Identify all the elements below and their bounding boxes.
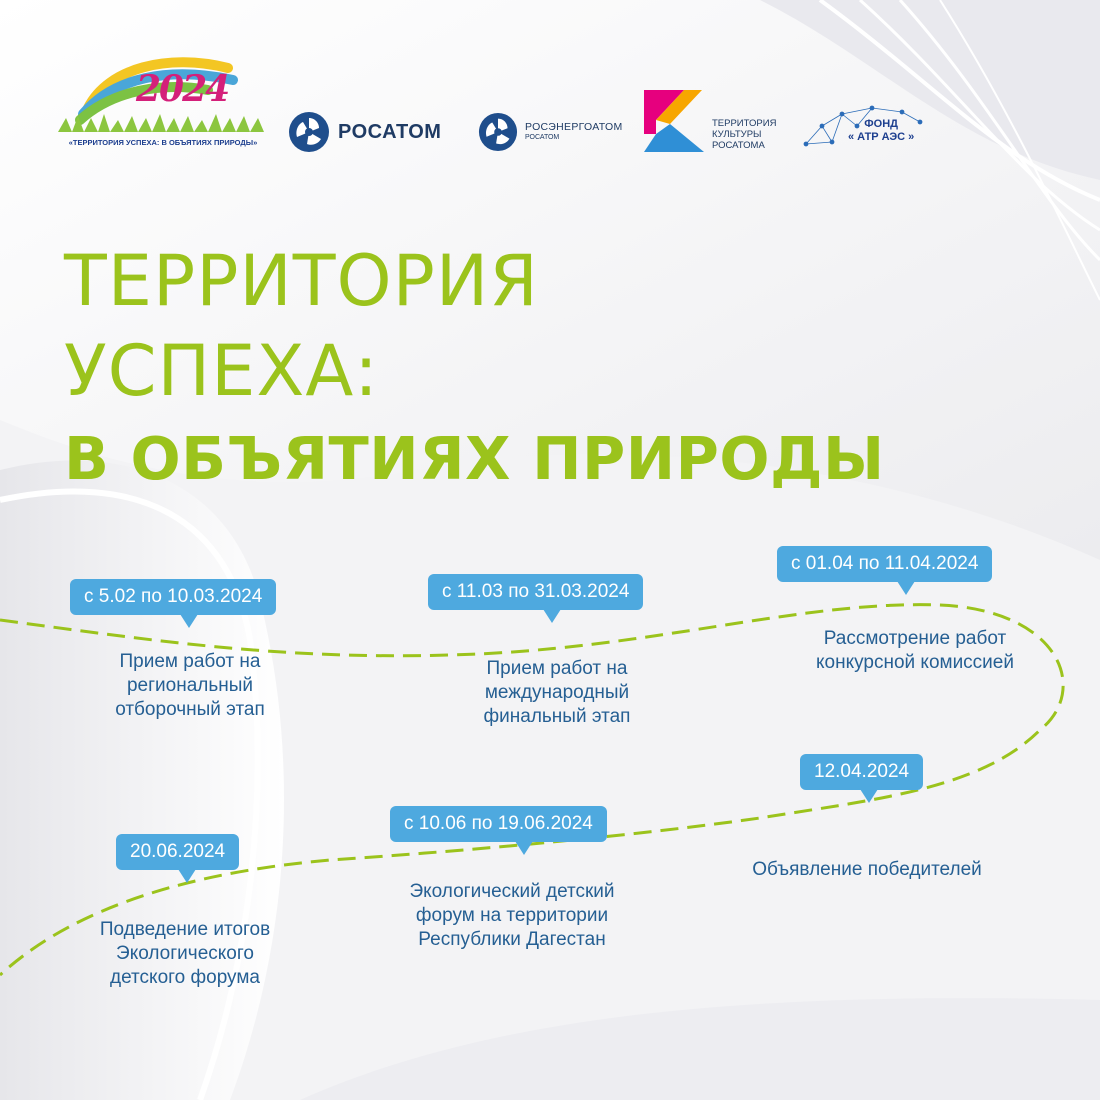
territory-culture-line1: ТЕРРИТОРИЯ xyxy=(712,118,777,130)
stage-1-date: с 5.02 по 10.03.2024 xyxy=(70,579,277,628)
festival-caption: «ТЕРРИТОРИЯ УСПЕХА: В ОБЪЯТИЯХ ПРИРОДЫ» xyxy=(68,138,258,147)
title-line-2: УСПЕХА: xyxy=(64,330,379,412)
festival-year: 2024 xyxy=(136,68,230,110)
atr-fund-logo: ФОНД « АТР АЭС » xyxy=(802,104,932,154)
rosatom-emblem-icon xyxy=(289,112,329,152)
title-line-3: В ОБЪЯТИЯХ ПРИРОДЫ xyxy=(64,424,885,493)
stage-1-description: Прием работ на региональный отборочный э… xyxy=(115,651,265,720)
stage-2-description: Прием работ на международный финальный э… xyxy=(483,658,631,727)
rosatom-logo: РОСАТОМ xyxy=(288,110,441,154)
festival-logo: 2024 «ТЕРРИТОРИЯ УСПЕХА: В ОБЪЯТИЯХ ПРИР… xyxy=(58,48,268,158)
title-line-1: ТЕРРИТОРИЯ xyxy=(64,240,539,322)
territory-culture-logo: ТЕРРИТОРИЯ КУЛЬТУРЫ РОСАТОМА xyxy=(644,88,776,152)
stage-4-description: Объявление победителей xyxy=(752,859,982,880)
atr-fund-line2: « АТР АЭС » xyxy=(848,130,915,143)
stage-5-date: с 10.06 по 19.06.2024 xyxy=(390,806,607,855)
territory-culture-line2: КУЛЬТУРЫ xyxy=(712,129,762,141)
stage-4-date: 12.04.2024 xyxy=(800,754,924,803)
territory-culture-emblem-icon xyxy=(644,90,704,152)
atr-fund-line1: ФОНД xyxy=(864,118,899,130)
stage-6-date: 20.06.2024 xyxy=(116,834,240,883)
rosenergoatom-emblem-icon xyxy=(478,112,518,152)
stage-3-description: Рассмотрение работ конкурсной комиссией xyxy=(816,628,1014,673)
stage-5-description: Экологический детский форум на территори… xyxy=(409,881,615,950)
rosenergoatom-sub: РОСАТОМ xyxy=(525,133,560,141)
stage-2-date: с 11.03 по 31.03.2024 xyxy=(428,574,644,623)
network-globe-icon xyxy=(803,105,923,147)
rosenergoatom-logo: РОСЭНЕРГОАТОМ РОСАТОМ xyxy=(478,110,623,154)
rosatom-name: РОСАТОМ xyxy=(338,120,442,143)
territory-culture-line3: РОСАТОМА xyxy=(712,140,765,152)
rainbow-brush-icon xyxy=(58,57,264,132)
stage-3-date: с 01.04 по 11.04.2024 xyxy=(777,546,993,595)
stage-6-description: Подведение итогов Экологического детског… xyxy=(99,919,271,988)
rosenergoatom-name: РОСЭНЕРГОАТОМ xyxy=(525,121,623,134)
